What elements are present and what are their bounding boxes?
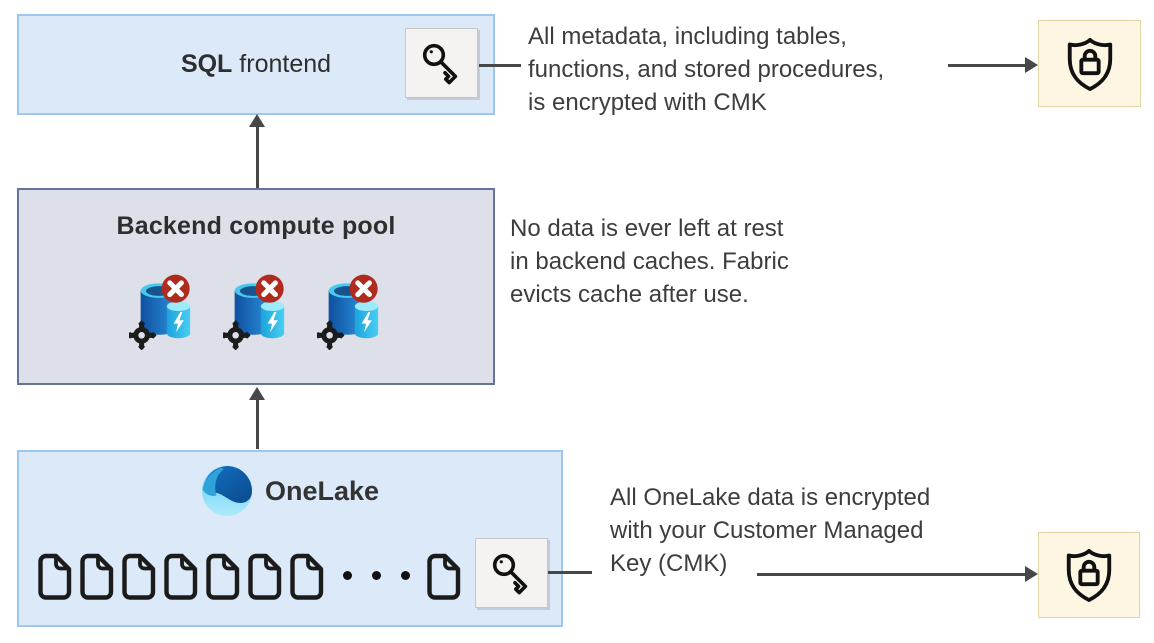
onelake-title: OneLake	[264, 475, 380, 506]
note-line: All OneLake data is encrypted	[610, 484, 931, 511]
document-icon	[287, 552, 327, 602]
key-chip-bottom	[475, 538, 548, 608]
connector-key-to-note-bottom	[548, 571, 592, 574]
compute-node-cache-disabled-icon	[223, 272, 289, 352]
note-line: evicts cache after use.	[510, 281, 749, 308]
connector-key-to-note-top	[479, 64, 521, 67]
onelake-header: OneLake	[19, 464, 561, 518]
document-icon	[424, 552, 464, 602]
document-icon	[119, 552, 159, 602]
document-icon	[245, 552, 285, 602]
sql-frontend-label-regular: frontend	[239, 50, 332, 78]
compute-node-cache-disabled-icon	[317, 272, 383, 352]
arrow-onelake-to-shield-head	[1025, 566, 1038, 582]
shield-lock-icon	[1066, 548, 1112, 602]
cmk-shield-bottom	[1038, 532, 1140, 618]
sql-frontend-label: SQL frontend	[181, 50, 331, 79]
compute-node-cache-disabled-icon	[129, 272, 195, 352]
note-line: is encrypted with CMK	[528, 89, 767, 116]
cmk-shield-top	[1038, 20, 1141, 107]
document-icon	[35, 552, 75, 602]
dot	[401, 570, 410, 580]
onelake-logo	[201, 466, 252, 516]
dot	[343, 570, 352, 580]
backend-pool-title: Backend compute pool	[116, 212, 396, 240]
onelake-encryption-note: All OneLake data is encrypted with your …	[610, 481, 930, 580]
shield-lock-icon	[1067, 37, 1112, 91]
note-line: All metadata, including tables,	[528, 23, 847, 50]
arrow-metadata-to-shield-head	[1025, 57, 1038, 73]
onelake-box: OneLake	[17, 450, 563, 627]
sql-frontend-label-bold: SQL	[180, 50, 233, 78]
cache-eviction-note: No data is ever left at rest in backend …	[510, 212, 789, 311]
note-line: Key (CMK)	[610, 550, 728, 577]
onelake-files-row	[35, 552, 464, 602]
arrow-onelake-to-backend-head	[249, 387, 265, 400]
key-icon	[422, 43, 457, 85]
note-line: with your Customer Managed	[610, 517, 924, 544]
note-line: functions, and stored procedures,	[528, 56, 885, 83]
arrow-onelake-to-shield-shaft	[757, 573, 1028, 576]
document-icon	[161, 552, 201, 602]
arrow-metadata-to-shield-shaft	[948, 64, 1028, 67]
document-icon	[77, 552, 117, 602]
dot	[372, 570, 381, 580]
note-line: No data is ever left at rest	[510, 215, 784, 242]
metadata-encryption-note: All metadata, including tables, function…	[528, 20, 884, 119]
key-chip-top	[405, 28, 478, 98]
note-line: in backend caches. Fabric	[510, 248, 789, 275]
arrow-backend-to-frontend-head	[249, 114, 265, 127]
sql-frontend-box: SQL frontend	[17, 14, 495, 115]
backend-compute-pool-box: Backend compute pool	[17, 188, 495, 385]
ellipsis-dots	[343, 570, 410, 580]
compute-node-group	[19, 272, 493, 352]
arrow-onelake-to-backend-shaft	[256, 399, 259, 449]
key-icon	[492, 553, 527, 595]
document-icon	[203, 552, 243, 602]
arrow-backend-to-frontend-shaft	[256, 126, 259, 188]
